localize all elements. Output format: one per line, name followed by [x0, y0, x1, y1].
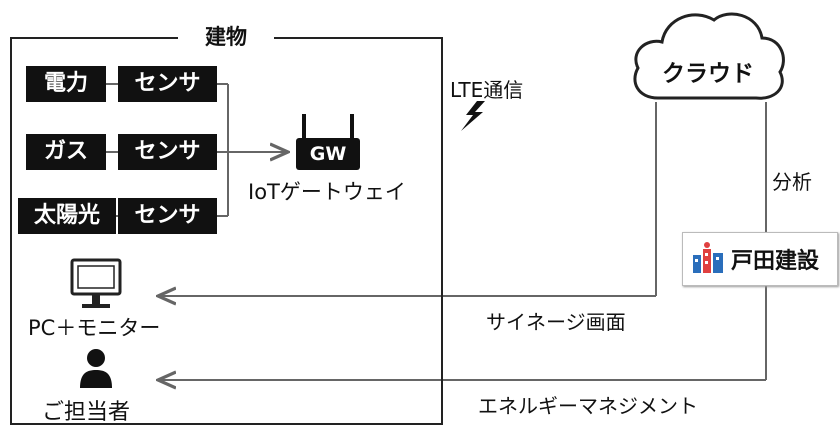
solar-label: 太陽光	[18, 198, 116, 234]
lte-label: LTE通信	[450, 78, 524, 102]
cloud-label: クラウド	[662, 61, 754, 87]
gas-sensor: センサ	[118, 134, 217, 170]
company-name: 戸田建設	[731, 249, 820, 274]
signage-label: サイネージ画面	[486, 310, 626, 334]
analysis-label: 分析	[772, 170, 812, 194]
building-title: 建物	[178, 20, 274, 54]
cloud-icon	[633, 12, 785, 100]
gateway-antenna-icon	[302, 114, 354, 140]
energy-label: エネルギーマネジメント	[478, 394, 698, 418]
company-box: 戸田建設	[682, 232, 838, 286]
person-icon	[80, 349, 112, 388]
toda-logo-icon	[693, 242, 723, 273]
pc-caption: PC＋モニター	[28, 316, 161, 340]
lightning-icon	[461, 101, 485, 131]
gas-label: ガス	[26, 134, 106, 170]
gateway-caption: IoTゲートウェイ	[248, 180, 406, 204]
monitor-icon	[70, 258, 122, 308]
power-label: 電力	[26, 66, 106, 102]
solar-sensor: センサ	[118, 198, 217, 234]
power-sensor: センサ	[118, 66, 217, 102]
gateway-badge: GW	[296, 138, 360, 170]
person-caption: ご担当者	[42, 400, 131, 425]
